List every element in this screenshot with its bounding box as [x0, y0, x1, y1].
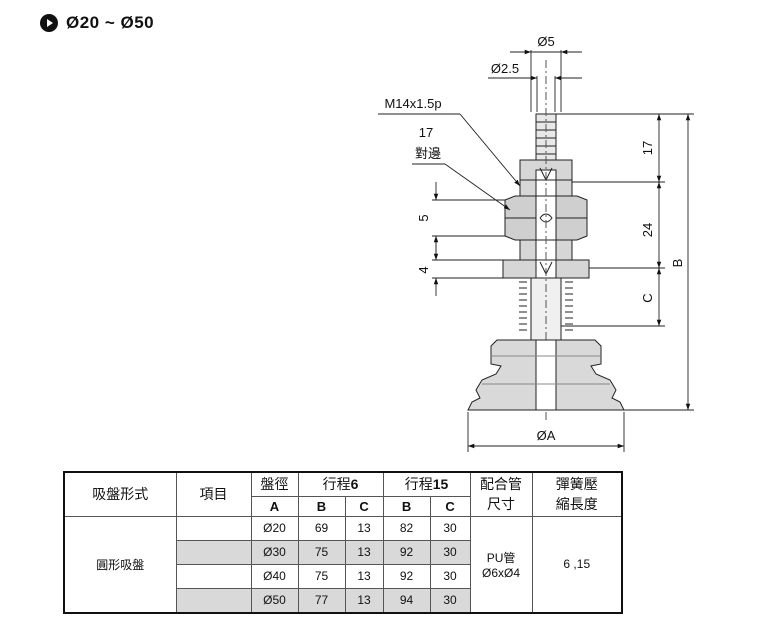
cell-spring: 6 ,15 — [531, 515, 623, 613]
cell-b6: 75 — [297, 563, 346, 589]
header-stroke15: 行程15 — [382, 471, 471, 497]
play-circle-icon — [40, 14, 58, 32]
header-pipe: 配合管尺寸 — [469, 471, 533, 517]
dim-collar-height: 4 — [416, 266, 431, 273]
header-c6: C — [344, 495, 384, 517]
part-body — [467, 60, 625, 420]
dim-h17: 17 — [640, 141, 655, 155]
header-dia-sub: A — [250, 495, 299, 517]
cell-c15: 30 — [429, 539, 471, 565]
dim-d2-5: Ø2.5 — [491, 61, 519, 76]
header-stroke6: 行程6 — [297, 471, 384, 497]
cell-b15: 82 — [382, 515, 431, 541]
cell-c6: 13 — [344, 515, 384, 541]
cell-type: 圓形吸盤 — [63, 515, 177, 613]
spring-coils — [519, 281, 573, 331]
cell-c6: 13 — [344, 563, 384, 589]
cell-b6: 77 — [297, 587, 346, 613]
header-item: 項目 — [175, 471, 252, 517]
cell-c15: 30 — [429, 563, 471, 589]
header-c15: C — [429, 495, 471, 517]
section-title: Ø20 ~ Ø50 — [40, 10, 154, 36]
cell-a: Ø50 — [250, 587, 299, 613]
dim-nut-height: 5 — [416, 214, 431, 221]
dim-hex-label: 對邊 — [415, 146, 441, 161]
cell-b15: 92 — [382, 563, 431, 589]
dim-thread: M14x1.5p — [384, 96, 441, 111]
dim-dia-a: ØA — [537, 428, 556, 443]
dimension-labels: Ø5 Ø2.5 M14x1.5p 17 對邊 5 4 17 24 C B ØA — [384, 34, 685, 443]
table-row: Ø30 75 13 92 30 — [64, 539, 622, 565]
dim-h24: 24 — [640, 223, 655, 237]
cell-c6: 13 — [344, 539, 384, 565]
cell-b6: 75 — [297, 539, 346, 565]
title-text: Ø20 ~ Ø50 — [66, 13, 155, 32]
cell-item — [175, 587, 252, 613]
cell-c15: 30 — [429, 515, 471, 541]
cell-a: Ø40 — [250, 563, 299, 589]
dim-b: B — [670, 259, 685, 268]
cell-item — [175, 539, 252, 565]
dim-c: C — [640, 293, 655, 302]
cell-a: Ø20 — [250, 515, 299, 541]
header-dia: 盤徑 — [250, 471, 299, 497]
cell-c6: 13 — [344, 587, 384, 613]
vacuum-cup-drawing: Ø5 Ø2.5 M14x1.5p 17 對邊 5 4 17 24 C B ØA — [378, 34, 694, 452]
cell-b15: 94 — [382, 587, 431, 613]
cell-a: Ø30 — [250, 539, 299, 565]
spec-table: 吸盤形式 項目 盤徑 行程6 行程15 配合管尺寸 彈簧壓縮長度 A B C B… — [63, 471, 624, 614]
cell-b6: 69 — [297, 515, 346, 541]
cell-c15: 30 — [429, 587, 471, 613]
cell-b15: 92 — [382, 539, 431, 565]
header-b15: B — [382, 495, 431, 517]
header-spring: 彈簧壓縮長度 — [531, 471, 623, 517]
dim-hex-size: 17 — [419, 125, 433, 140]
table-row: Ø50 77 13 94 30 — [64, 587, 622, 613]
table-row: Ø40 75 13 92 30 — [64, 563, 622, 589]
cell-item — [175, 515, 252, 541]
header-b6: B — [297, 495, 346, 517]
dim-d5: Ø5 — [537, 34, 554, 49]
header-type: 吸盤形式 — [63, 471, 177, 517]
dimension-lines — [378, 49, 694, 452]
cell-item — [175, 563, 252, 589]
